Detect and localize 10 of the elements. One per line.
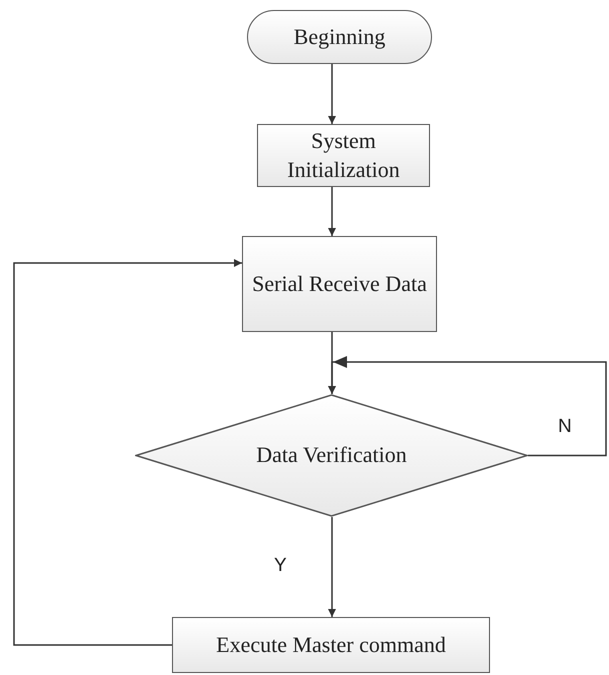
node-text: System Initialization	[286, 126, 401, 184]
decision-diamond	[135, 394, 528, 517]
node-text: Execute Master command	[216, 630, 446, 659]
process-box	[257, 124, 430, 187]
node-text: Data Verification	[256, 441, 407, 470]
process-box	[242, 236, 437, 332]
start-terminal	[247, 10, 432, 64]
node-text: Beginning	[294, 22, 386, 51]
process-box	[172, 617, 490, 673]
node-text: Serial Receive Data	[252, 270, 427, 298]
